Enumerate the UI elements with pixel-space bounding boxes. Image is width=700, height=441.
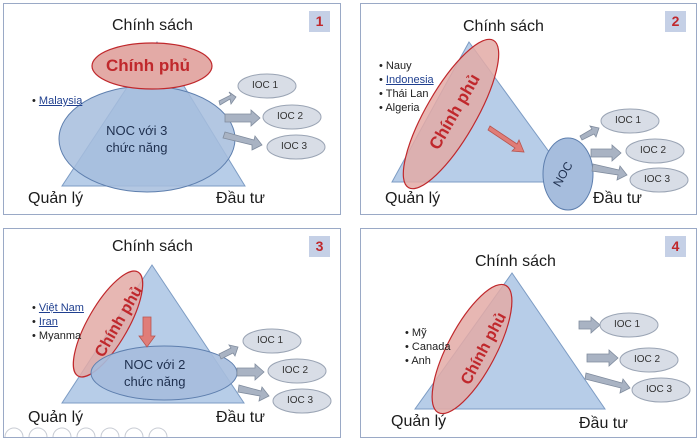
ioc-2-ellipse bbox=[625, 138, 685, 164]
ioc-2-ellipse bbox=[262, 104, 322, 130]
panel-1-shapes bbox=[58, 41, 326, 193]
arrow-ioc-3 bbox=[591, 163, 628, 181]
presentation-toolbar bbox=[4, 425, 234, 437]
diagram-panel-4: 4 Chính sách Chính phủ • Mỹ • Canada • A… bbox=[360, 228, 697, 438]
panel-4-shapes bbox=[414, 272, 691, 415]
ioc-1-label: IOC 1 bbox=[252, 80, 279, 91]
country-list: • Mỹ • Canada • Anh bbox=[405, 326, 450, 368]
ioc-3-label: IOC 3 bbox=[287, 395, 314, 406]
next-icon[interactable] bbox=[28, 427, 48, 437]
ioc-1-ellipse bbox=[242, 328, 302, 354]
arrow-ioc-2 bbox=[236, 363, 265, 381]
ioc-2-label: IOC 2 bbox=[634, 354, 661, 365]
arrow-ioc-2 bbox=[586, 349, 619, 367]
arrow-government-to-noc bbox=[487, 125, 525, 153]
ioc-2-label: IOC 2 bbox=[640, 145, 667, 156]
ioc-3-label: IOC 3 bbox=[646, 384, 673, 395]
diagram-panel-2: 2 Chính sách Chính phủ • Nauy • Indonesi… bbox=[360, 3, 697, 215]
arrow-ioc-2 bbox=[590, 144, 622, 162]
country-item: • Anh bbox=[405, 355, 431, 367]
ioc-3-label: IOC 3 bbox=[644, 174, 671, 185]
toolbar-icons bbox=[4, 427, 168, 437]
ioc-1-label: IOC 1 bbox=[615, 115, 642, 126]
arrow-ioc-3 bbox=[222, 131, 263, 151]
ioc-1-ellipse bbox=[237, 73, 297, 99]
arrow-ioc-3 bbox=[237, 384, 270, 402]
country-list: • Nauy • Indonesia • Thái Lan • Algeria bbox=[379, 59, 434, 115]
ioc-2-label: IOC 2 bbox=[282, 365, 309, 376]
arrow-ioc-2 bbox=[224, 109, 261, 127]
country-item: • Canada bbox=[405, 341, 451, 353]
ioc-3-ellipse bbox=[631, 377, 691, 403]
pen-icon[interactable] bbox=[52, 427, 72, 437]
arrow-ioc-1 bbox=[579, 125, 600, 141]
investment-label: Đầu tư bbox=[579, 415, 628, 432]
ioc-2-ellipse bbox=[267, 358, 327, 384]
diagram-panel-1: 1 Chính sách Chính phủ • Malaysia NOC vớ… bbox=[3, 3, 341, 215]
panel-number: 1 bbox=[309, 11, 330, 32]
ioc-1-label: IOC 1 bbox=[257, 335, 284, 346]
investment-label: Đầu tư bbox=[593, 190, 642, 207]
country-item: • Myanma bbox=[32, 330, 82, 342]
ioc-2-ellipse bbox=[619, 347, 679, 373]
government-label: Chính phủ bbox=[106, 56, 191, 75]
panel-number: 3 bbox=[309, 236, 330, 257]
country-item: • Mỹ bbox=[405, 327, 427, 339]
country-item: • Nauy bbox=[379, 60, 412, 72]
policy-label: Chính sách bbox=[463, 18, 544, 35]
country-item[interactable]: • Malaysia bbox=[32, 95, 83, 107]
zoom-icon[interactable] bbox=[100, 427, 120, 437]
policy-label: Chính sách bbox=[112, 238, 193, 255]
panel-2-shapes bbox=[391, 38, 689, 211]
country-item[interactable]: • Việt Nam bbox=[32, 302, 84, 314]
arrow-ioc-3 bbox=[584, 372, 631, 394]
country-item: • Algeria bbox=[379, 102, 420, 114]
screen-icon[interactable] bbox=[124, 427, 144, 437]
government-ellipse bbox=[91, 42, 213, 90]
arrow-government-to-noc bbox=[138, 316, 156, 348]
ioc-3-ellipse bbox=[272, 388, 332, 414]
panel-number: 2 bbox=[665, 11, 686, 32]
management-label: Quản lý bbox=[391, 413, 447, 430]
more-options-icon[interactable] bbox=[148, 427, 168, 437]
ioc-1-ellipse bbox=[599, 312, 659, 338]
ioc-3-label: IOC 3 bbox=[281, 141, 308, 152]
ioc-3-ellipse bbox=[266, 134, 326, 160]
government-ellipse bbox=[402, 38, 500, 190]
policy-label: Chính sách bbox=[112, 17, 193, 34]
ioc-3-ellipse bbox=[629, 167, 689, 193]
country-item: • Thái Lan bbox=[379, 88, 429, 100]
country-item[interactable]: • Indonesia bbox=[379, 74, 434, 86]
policy-label: Chính sách bbox=[475, 253, 556, 270]
government-ellipse bbox=[72, 270, 144, 378]
arrow-ioc-1 bbox=[578, 316, 601, 334]
government-ellipse bbox=[431, 283, 513, 415]
investment-label: Đầu tư bbox=[216, 409, 265, 426]
panel-3-shapes bbox=[61, 264, 332, 414]
arrow-ioc-1 bbox=[218, 344, 239, 360]
ioc-1-label: IOC 1 bbox=[614, 319, 641, 330]
management-label: Quản lý bbox=[385, 190, 441, 207]
investment-label: Đầu tư bbox=[216, 190, 265, 207]
arrow-ioc-1 bbox=[218, 91, 237, 106]
previous-icon[interactable] bbox=[4, 427, 24, 437]
country-list: • Malaysia bbox=[32, 94, 82, 108]
country-item[interactable]: • Iran bbox=[32, 316, 58, 328]
ioc-1-ellipse bbox=[600, 108, 660, 134]
slides-icon[interactable] bbox=[76, 427, 96, 437]
noc-ellipse bbox=[542, 137, 594, 211]
country-list: • Việt Nam • Iran • Myanma bbox=[32, 301, 84, 343]
management-label: Quản lý bbox=[28, 190, 84, 207]
panel-number: 4 bbox=[665, 236, 686, 257]
ioc-2-label: IOC 2 bbox=[277, 111, 304, 122]
management-label: Quản lý bbox=[28, 409, 84, 426]
diagram-panel-3: 3 Chính sách Chính phủ • Việt Nam • Iran… bbox=[3, 228, 341, 438]
